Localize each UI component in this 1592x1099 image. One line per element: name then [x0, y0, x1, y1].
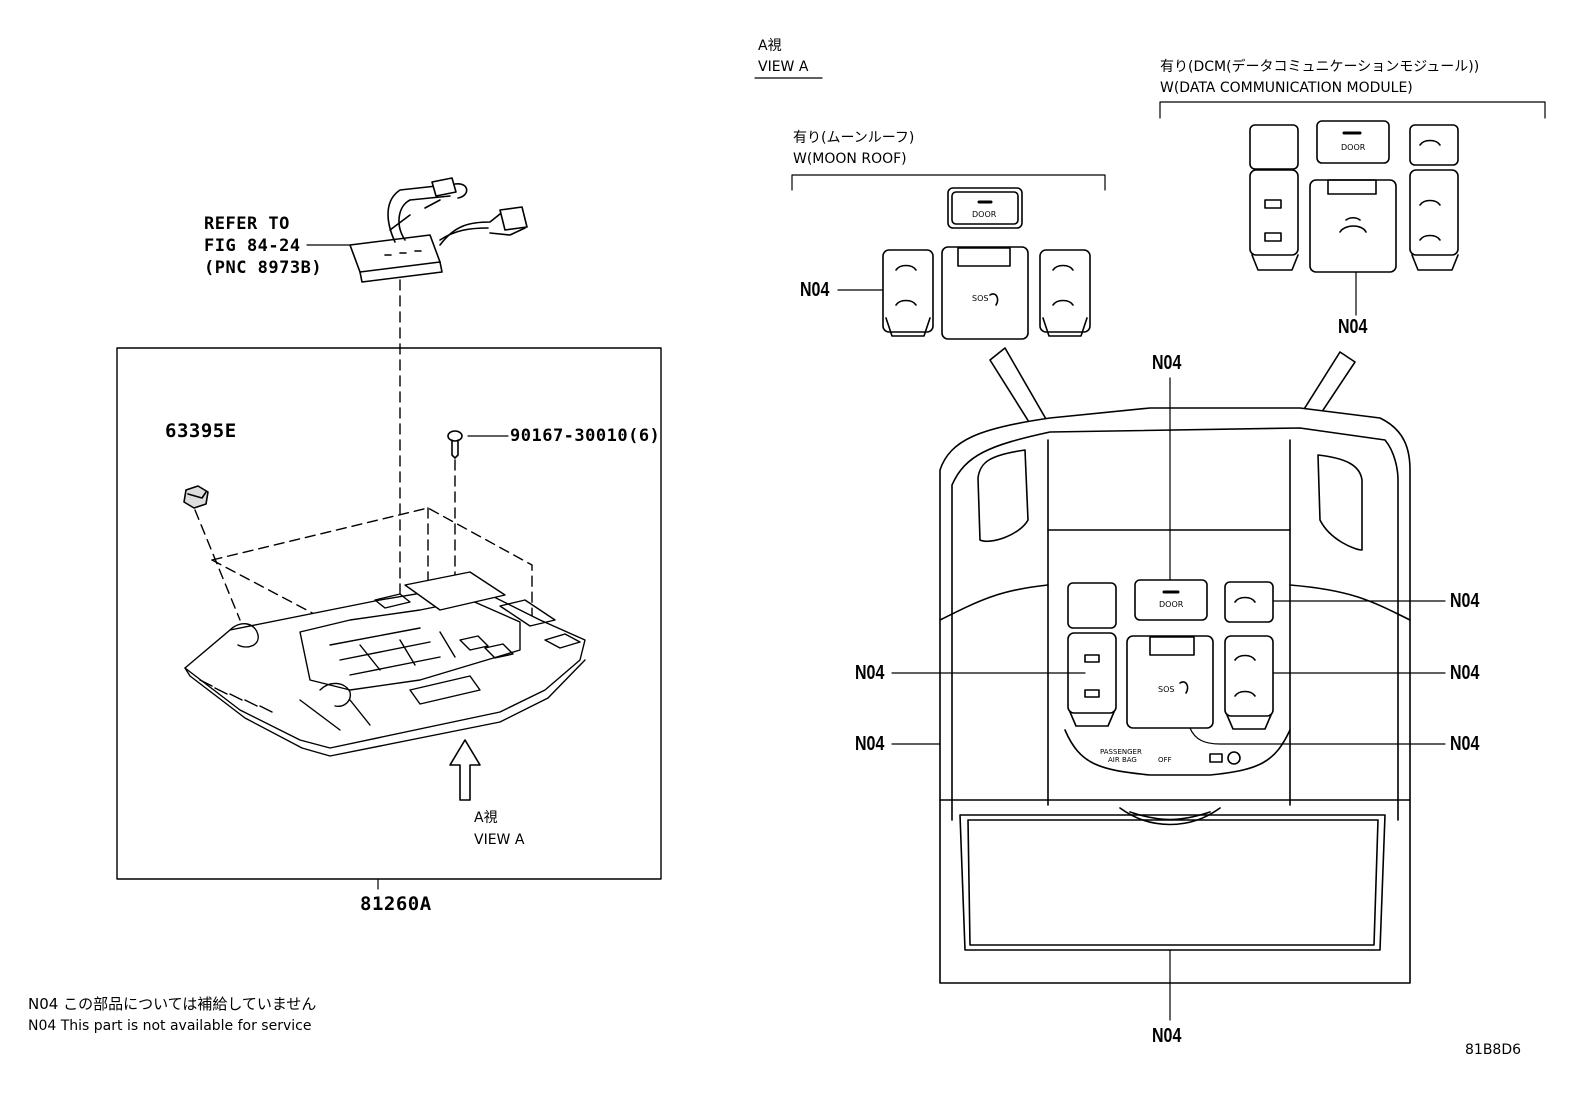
- right-view-a-en: VIEW A: [758, 59, 809, 75]
- overhead-console-view-icon: [939, 407, 1411, 984]
- airbag-line-1: PASSENGER: [1100, 748, 1142, 756]
- moonroof-condition-jp: 有り(ムーンルーフ): [793, 130, 915, 146]
- n04-right-bottom[interactable]: N04: [1450, 733, 1480, 755]
- refer-line-2: FIG 84-24: [204, 236, 301, 256]
- dcm-condition-en: W(DATA COMMUNICATION MODULE): [1160, 80, 1413, 96]
- n04-right-top[interactable]: N04: [1450, 590, 1480, 612]
- console-switch-cluster-icon: [1064, 579, 1291, 776]
- clip-icon: [183, 485, 209, 509]
- n04-door-switch[interactable]: N04: [1152, 352, 1182, 374]
- note-english: N04 This part is not available for servi…: [28, 1018, 312, 1034]
- left-view-a-en: VIEW A: [474, 832, 525, 848]
- door-label-console: DOOR: [1159, 600, 1184, 609]
- door-label-dcm: DOOR: [1341, 143, 1366, 152]
- refer-line-1: REFER TO: [204, 214, 290, 234]
- n04-dcm[interactable]: N04: [1338, 316, 1368, 338]
- view-a-arrow-icon: [449, 739, 481, 801]
- n04-left-housing[interactable]: N04: [855, 733, 885, 755]
- n04-right-middle[interactable]: N04: [1450, 662, 1480, 684]
- overhead-console-icon: [184, 571, 586, 757]
- airbag-off: OFF: [1158, 756, 1172, 764]
- airbag-line-2: AIR BAG: [1108, 756, 1137, 764]
- dcm-condition-jp: 有り(DCM(データコミュニケーションモジュール)): [1160, 59, 1480, 75]
- part-number-assembly[interactable]: 81260A: [360, 893, 432, 915]
- moonroof-switch-panel-icon: [882, 187, 1091, 340]
- n04-left-switch[interactable]: N04: [855, 662, 885, 684]
- sos-label-moonroof: SOS: [972, 294, 989, 303]
- screw-icon: [447, 430, 463, 459]
- part-number-clip[interactable]: 63395E: [165, 420, 237, 442]
- sos-label-console: SOS: [1158, 685, 1175, 694]
- door-label-moonroof: DOOR: [972, 210, 997, 219]
- figure-code: 81B8D6: [1465, 1042, 1522, 1058]
- n04-moonroof[interactable]: N04: [800, 279, 830, 301]
- wire-harness-icon: [349, 177, 528, 283]
- right-view-a-jp: A視: [758, 38, 782, 54]
- dcm-switch-panel-icon: [1249, 120, 1459, 273]
- left-view-a-jp: A視: [474, 810, 498, 826]
- n04-bottom-lens[interactable]: N04: [1152, 1025, 1182, 1047]
- assembly-frame: [116, 347, 662, 880]
- part-number-screw[interactable]: 90167-30010(6): [510, 426, 661, 446]
- moonroof-condition-en: W(MOON ROOF): [793, 151, 907, 167]
- note-japanese: N04 この部品については補給していません: [28, 995, 317, 1013]
- refer-line-3: (PNC 8973B): [204, 258, 323, 278]
